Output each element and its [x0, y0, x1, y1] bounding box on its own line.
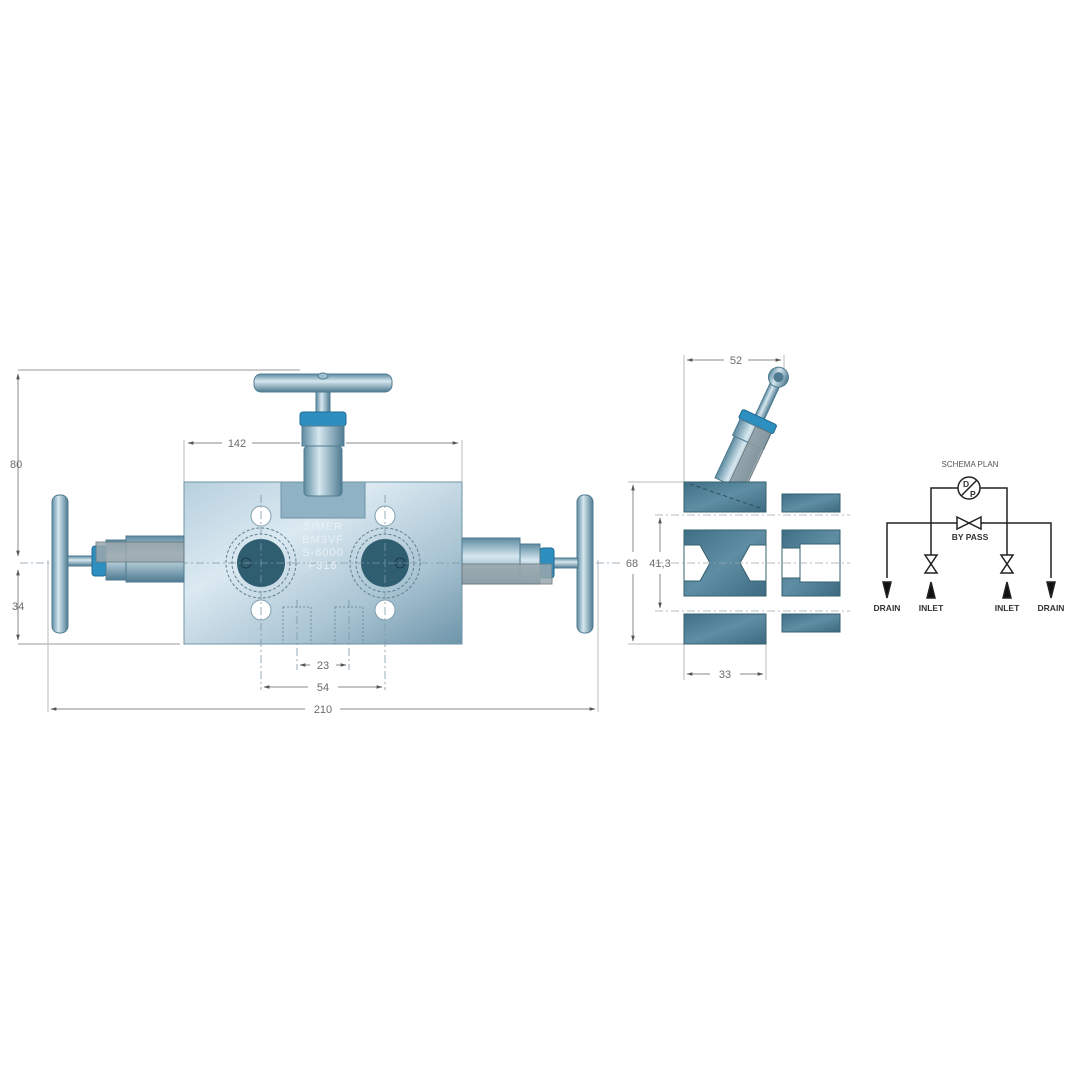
- front-view: SIMER BM3VF S-6000 F316: [10, 369, 620, 716]
- body-marking: SIMER BM3VF S-6000 F316: [302, 521, 344, 572]
- dim-inner-pitch: 23: [317, 660, 329, 672]
- label-inlet-left: INLET: [919, 603, 944, 613]
- dim-body-depth: 33: [719, 669, 731, 681]
- block-valve-left: [51, 494, 185, 634]
- schematic-plan: SCHEMA PLAN D P BY PASS DRAIN INLET INLE…: [874, 460, 1065, 613]
- dim-body-width: 142: [228, 438, 246, 450]
- dim-overall-height: 80: [10, 459, 22, 471]
- label-drain-left: DRAIN: [874, 603, 901, 613]
- dim-overall-width: 210: [314, 704, 332, 716]
- gauge-d: D: [963, 479, 969, 489]
- dim-body-height: 68: [626, 558, 638, 570]
- dim-lower-height: 34: [12, 601, 24, 613]
- schematic-title: SCHEMA PLAN: [942, 460, 999, 469]
- dim-top-width: 52: [730, 355, 742, 367]
- svg-text:S-6000: S-6000: [302, 547, 343, 559]
- svg-text:F316: F316: [308, 560, 337, 572]
- bypass-label: BY PASS: [952, 532, 989, 542]
- front-dimensions: [16, 373, 596, 711]
- label-drain-right: DRAIN: [1038, 603, 1065, 613]
- equalizing-valve-top: [253, 372, 393, 497]
- svg-text:SIMER: SIMER: [303, 521, 343, 533]
- side-view: 52 68 41,3 33: [626, 355, 850, 681]
- block-valve-right: [461, 494, 594, 634]
- side-valve: [714, 366, 789, 492]
- dim-bolt-pitch: 54: [317, 682, 329, 694]
- label-inlet-right: INLET: [995, 603, 1020, 613]
- gauge-p: P: [970, 489, 976, 499]
- svg-text:BM3VF: BM3VF: [302, 534, 344, 546]
- side-dimensions: [631, 358, 782, 676]
- dim-port-pitch: 41,3: [649, 558, 670, 570]
